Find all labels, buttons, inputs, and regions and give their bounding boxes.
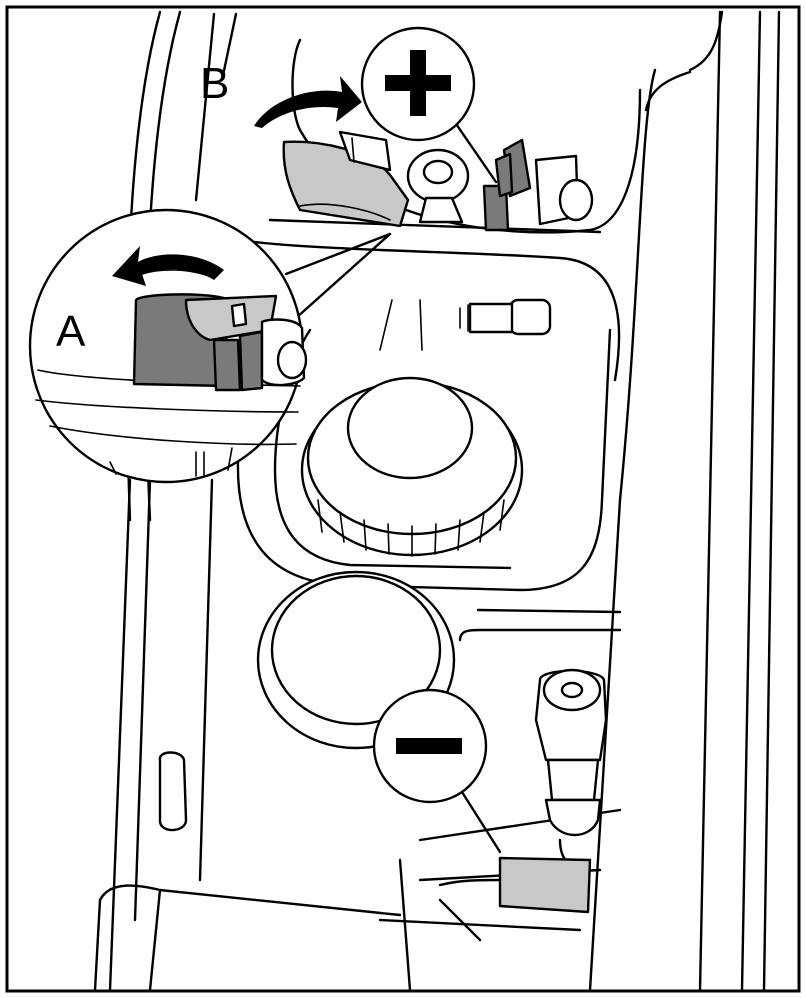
negative-post xyxy=(534,668,608,872)
detail-magnifier xyxy=(28,208,392,484)
label-b: B xyxy=(200,59,229,108)
reservoir-cap xyxy=(300,376,524,557)
arrow-a xyxy=(112,246,224,286)
negative-callout xyxy=(372,688,502,854)
positive-callout xyxy=(360,26,498,184)
arrow-b xyxy=(254,76,362,128)
upper-bolt xyxy=(459,298,552,336)
positive-terminal-area xyxy=(282,130,594,232)
negative-terminal xyxy=(438,856,592,914)
label-a: A xyxy=(56,307,86,356)
left-panel-lines xyxy=(93,478,402,992)
